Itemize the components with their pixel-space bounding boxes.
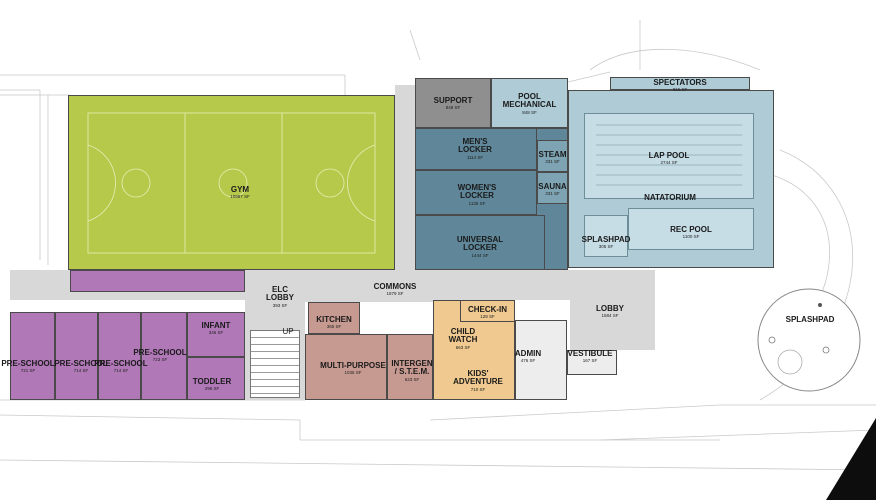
room-sauna [537, 172, 568, 204]
outdoor-splashpad-boundary [757, 288, 861, 392]
spray-feature [777, 349, 803, 375]
room-preschool-4 [141, 312, 187, 400]
room-check-in [460, 300, 515, 322]
support-room-strip [70, 270, 245, 292]
room-intergen-stem [387, 334, 433, 400]
splashpad-indoor [584, 215, 628, 257]
corner-mark [826, 418, 876, 500]
room-infant [187, 312, 245, 357]
room-vestibule [567, 350, 617, 375]
central-link [395, 85, 415, 300]
room-steam [537, 140, 568, 172]
room-support [415, 78, 491, 128]
room-preschool-3 [98, 312, 141, 400]
room-gym [68, 95, 395, 270]
spray-feature [818, 303, 822, 307]
room-admin [515, 320, 567, 400]
room-womens-locker [415, 170, 537, 215]
room-toddler [187, 357, 245, 400]
lap-pool-lanes [596, 124, 742, 186]
spray-feature [768, 336, 776, 344]
room-mens-locker [415, 128, 537, 170]
stair [250, 330, 300, 398]
room-pool-mechanical [491, 78, 568, 128]
room-preschool-1 [10, 312, 55, 400]
room-universal-locker [415, 215, 545, 270]
site-lines [0, 20, 876, 471]
room-kitchen [308, 302, 360, 334]
commons-area [305, 270, 433, 302]
spray-feature [822, 346, 830, 354]
room-spectators [610, 77, 750, 90]
outdoor-splashpad [757, 288, 861, 392]
room-multi-purpose [305, 334, 387, 400]
room-preschool-2 [55, 312, 98, 400]
lap-pool [584, 113, 754, 199]
lobby-area [570, 270, 655, 350]
gym-court-lines [87, 112, 376, 254]
rec-pool [628, 208, 754, 250]
